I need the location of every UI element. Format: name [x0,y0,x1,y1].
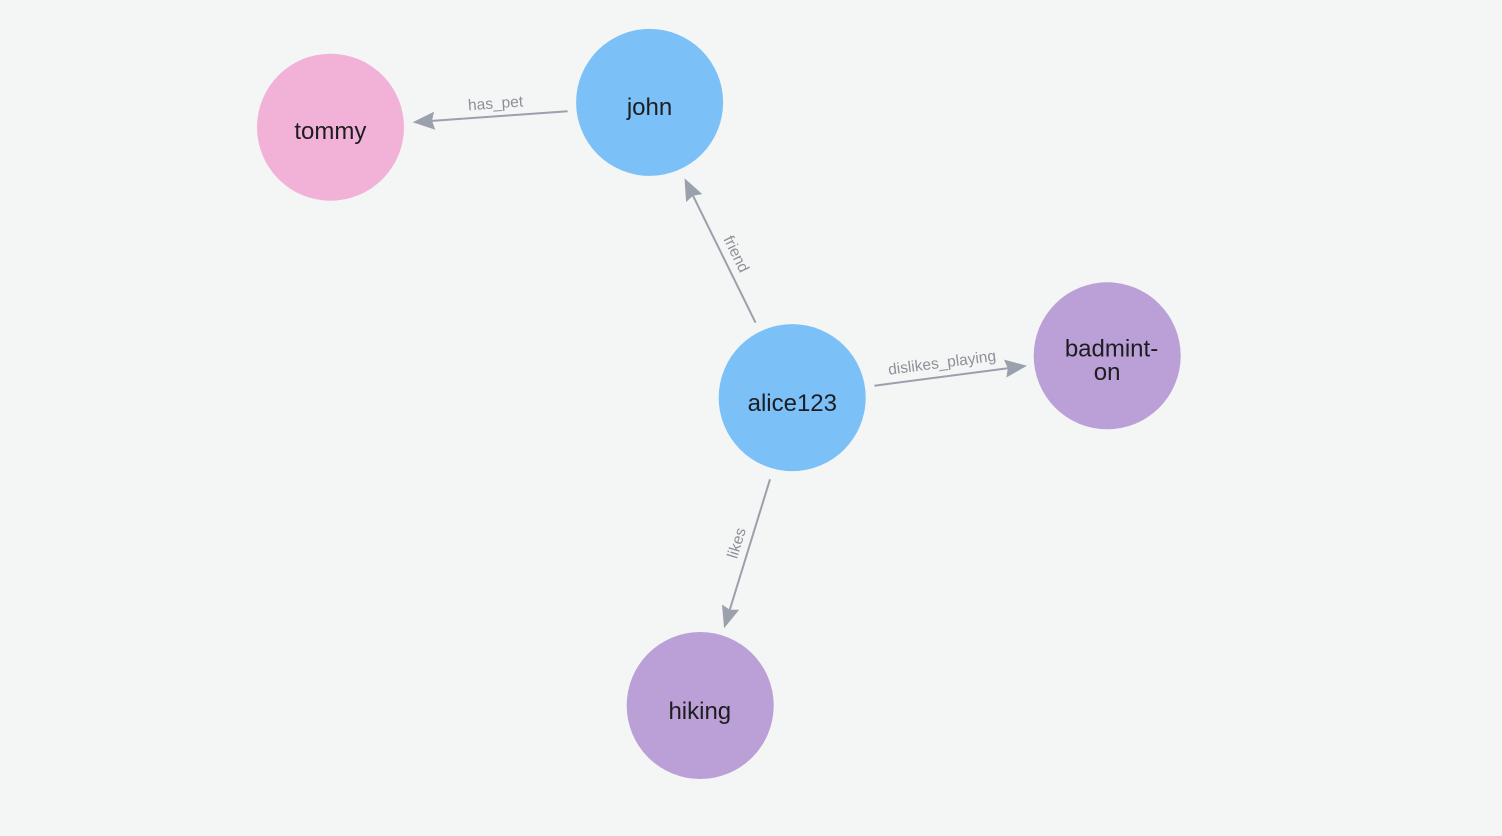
svg-text:tommy: tommy [294,118,366,145]
svg-text:hiking: hiking [668,698,731,725]
svg-text:on: on [1094,359,1121,386]
svg-text:alice123: alice123 [748,390,837,417]
svg-text:has_pet: has_pet [467,93,524,114]
svg-text:badmint-: badmint- [1065,336,1158,363]
svg-text:john: john [626,94,672,121]
